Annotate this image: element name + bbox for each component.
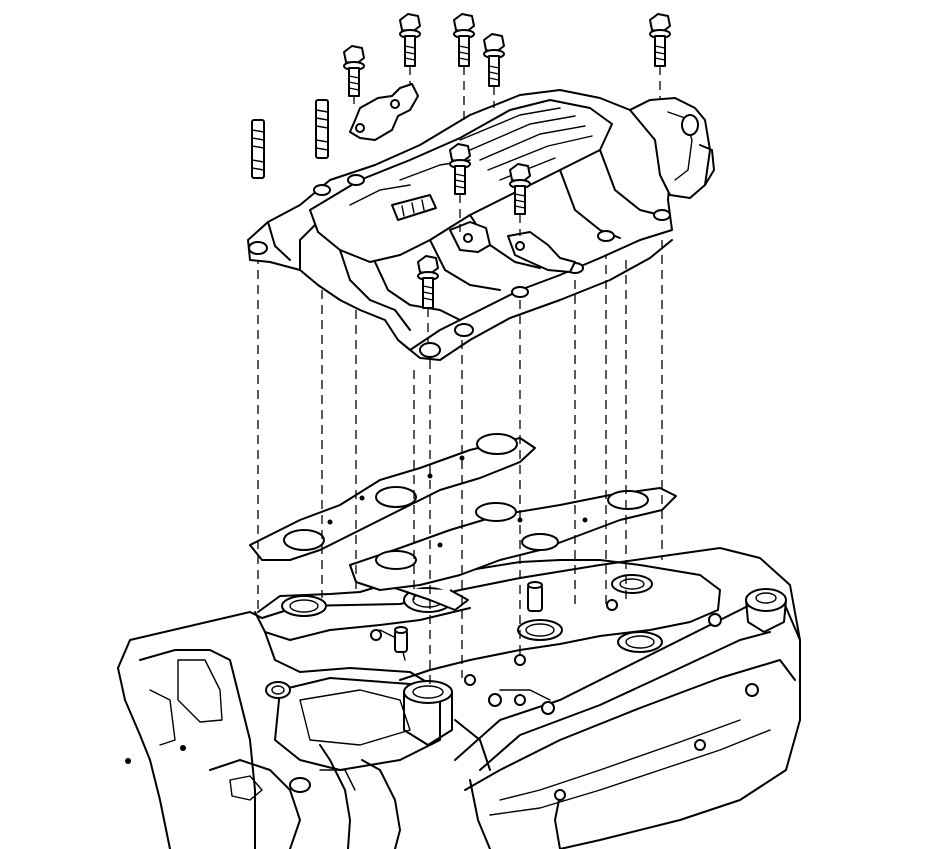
manifold-bolt: [343, 45, 365, 104]
left-intake-gasket: [249, 433, 536, 561]
manifold-bolt: [509, 163, 531, 236]
cylinder-head: [257, 559, 721, 746]
manifold-bolt: [649, 13, 671, 98]
alignment-lines: [257, 225, 663, 690]
engine-block: [117, 547, 801, 849]
mounting-bracket: [349, 83, 419, 141]
manifold-bolt: [449, 143, 471, 232]
right-intake-gasket: [349, 487, 677, 611]
manifold-bolt: [417, 255, 439, 342]
manifold-stud: [251, 119, 265, 179]
manifold-stud: [315, 99, 329, 159]
manifold-bolt: [483, 33, 505, 108]
mounting-bracket: [507, 231, 576, 273]
manifold-bolt: [399, 13, 421, 84]
manifold-bolt: [453, 13, 475, 120]
